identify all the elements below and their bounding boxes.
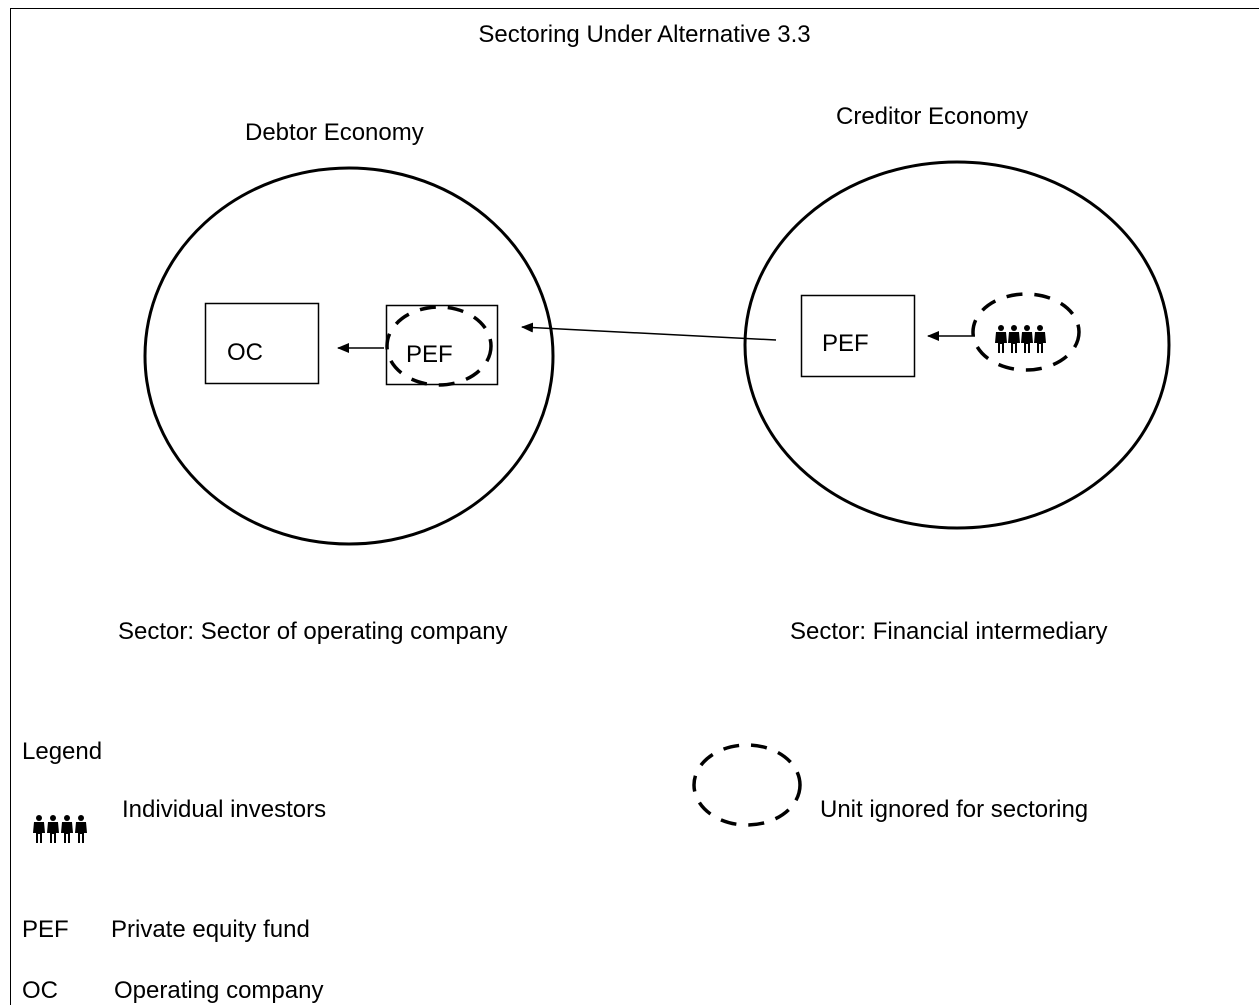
legend-investors-icon <box>33 815 87 843</box>
legend-abbrev-code: PEF <box>22 916 69 943</box>
debtor-sector-text: Sector: Sector of operating company <box>118 618 508 645</box>
oc-box-label: OC <box>227 339 263 366</box>
creditor-economy-ellipse <box>743 160 1171 530</box>
creditor-pef-box <box>800 294 916 378</box>
debtor-economy-heading: Debtor Economy <box>245 119 424 146</box>
debtor-economy-ellipse <box>143 166 555 546</box>
individual-investors-icon <box>995 325 1046 353</box>
diagram-frame <box>10 8 1259 1005</box>
arrow-creditor-pef-to-debtor-pef <box>521 322 777 341</box>
diagram-title: Sectoring Under Alternative 3.3 <box>478 21 811 48</box>
legend-abbrev-meaning: Operating company <box>114 977 324 1004</box>
legend-abbrev-code: OC <box>22 977 58 1004</box>
legend-abbrev-meaning: Private equity fund <box>111 916 310 943</box>
creditor-sector-text: Sector: Financial intermediary <box>790 618 1108 645</box>
creditor-pef-label: PEF <box>822 330 869 357</box>
debtor-pef-label: PEF <box>406 341 453 368</box>
legend-dashed-oval-icon <box>692 743 802 827</box>
legend-investors-label: Individual investors <box>122 796 327 823</box>
oc-box <box>204 302 320 385</box>
investors-dashed-oval <box>971 292 1081 372</box>
legend-heading: Legend <box>22 738 103 765</box>
legend-ignored-label: Unit ignored for sectoring <box>820 796 1089 823</box>
debtor-pef-dashed-oval <box>385 305 493 387</box>
creditor-economy-heading: Creditor Economy <box>836 103 1029 130</box>
